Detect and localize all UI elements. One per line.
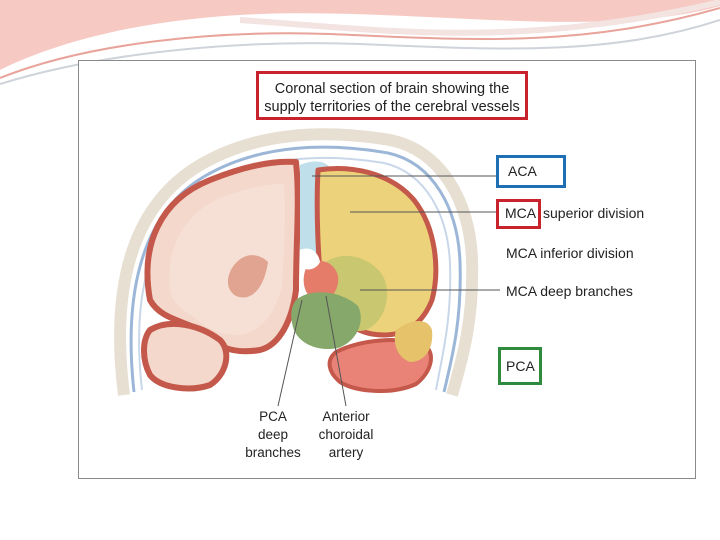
mca-inferior-label: MCA inferior division bbox=[506, 245, 634, 261]
anterior-choroidal-territory bbox=[303, 261, 339, 302]
left-hemisphere-white bbox=[169, 184, 285, 335]
left-temporal-lobe bbox=[141, 320, 230, 392]
anterior-choroidal-line-1: Anterior bbox=[322, 409, 370, 424]
slide-header-decoration bbox=[0, 0, 720, 85]
dura bbox=[129, 145, 462, 393]
pca-deep-line-1: PCA bbox=[259, 409, 287, 424]
leader-pca-deep bbox=[277, 299, 303, 407]
pca-deep-line-2: deep bbox=[257, 427, 289, 442]
pca-deep-territory bbox=[291, 292, 361, 350]
anterior-choroidal-line-2: choroidal bbox=[318, 427, 374, 442]
ventricle-notch bbox=[300, 248, 320, 270]
title-box: Coronal section of brain showing the sup… bbox=[256, 71, 528, 120]
anterior-choroidal-line-3: artery bbox=[328, 445, 364, 460]
aca-highlight-box bbox=[496, 155, 566, 188]
mca-highlight-box bbox=[496, 199, 541, 229]
mca-inferior-territory bbox=[394, 321, 433, 362]
left-ventricle bbox=[227, 255, 268, 298]
pca-highlight-box bbox=[498, 347, 542, 385]
title-line-2: supply territories of the cerebral vesse… bbox=[264, 99, 520, 115]
pca-deep-label: PCA deep branches bbox=[238, 408, 308, 462]
skull bbox=[114, 128, 479, 397]
mca-deep-label: MCA deep branches bbox=[506, 283, 633, 299]
mca-superior-label-b: superior division bbox=[543, 205, 645, 221]
pca-label: PCA bbox=[506, 358, 535, 374]
leader-anterior-choroidal bbox=[325, 295, 347, 407]
aca-label: ACA bbox=[508, 163, 537, 179]
pca-deep-line-3: branches bbox=[245, 445, 301, 460]
mca-superior-label-a: MCA bbox=[505, 205, 537, 221]
anterior-choroidal-label: Anterior choroidal artery bbox=[310, 408, 382, 462]
title-line-1: Coronal section of brain showing the bbox=[274, 81, 510, 97]
